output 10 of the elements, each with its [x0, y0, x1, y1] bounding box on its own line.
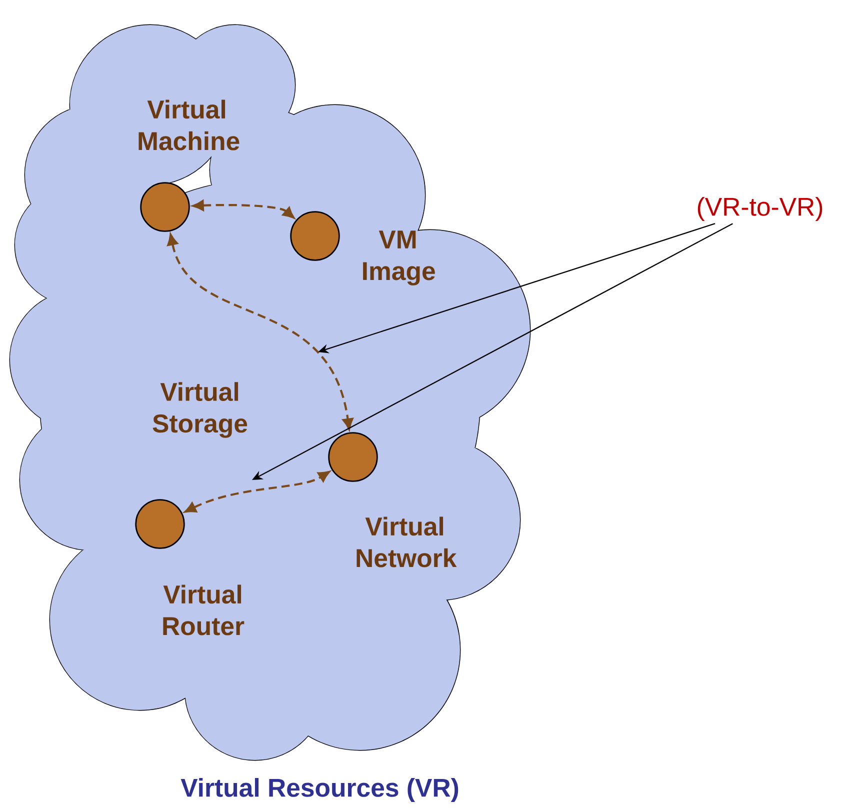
cloud-caption: Virtual Resources (VR): [180, 778, 458, 802]
dashed-arrow: [192, 200, 294, 219]
dashed-arrow: [167, 234, 354, 430]
dashed-arrow: [184, 471, 330, 513]
annotation-text: (VR-to-VR): [698, 196, 822, 221]
node-label: Virtual Router: [163, 584, 244, 636]
node-label: VM Image: [363, 230, 435, 286]
area-label: Virtual Storage: [152, 382, 248, 438]
node-label: Virtual Network: [356, 516, 457, 568]
node-label: Virtual Machine: [138, 100, 240, 150]
